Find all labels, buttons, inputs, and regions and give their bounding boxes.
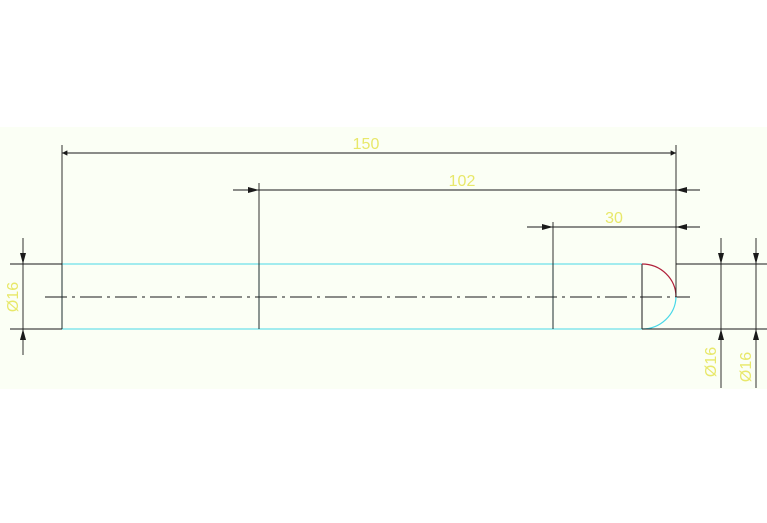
extension-lines bbox=[10, 145, 767, 330]
dimension-30: 30 bbox=[527, 210, 700, 230]
dim-right-dia-1-arrow-bottom bbox=[718, 329, 724, 340]
dim-right-dia-1-label: Ø16 bbox=[703, 347, 720, 377]
end-arc-bottom bbox=[641, 296, 677, 330]
dim-right-dia-1-arrow-top bbox=[718, 253, 724, 264]
dim-30-arrow-left bbox=[542, 224, 553, 230]
drawing-area-band bbox=[0, 127, 767, 389]
end-arc-top bbox=[641, 263, 677, 298]
dimension-150: 150 bbox=[62, 136, 676, 156]
dim-30-arrow-right bbox=[676, 224, 687, 230]
dim-150-label: 150 bbox=[353, 136, 380, 153]
dim-right-dia-2-label: Ø16 bbox=[738, 352, 755, 382]
dim-right-dia-2-arrow-top bbox=[753, 253, 759, 264]
dim-102-arrow-right bbox=[676, 187, 687, 193]
dim-left-dia-arrow-bottom bbox=[20, 329, 26, 340]
dim-right-dia-2-arrow-bottom bbox=[753, 329, 759, 340]
dimension-102: 102 bbox=[233, 173, 700, 193]
dim-102-label: 102 bbox=[449, 173, 476, 190]
dimension-right-diameter-1: Ø16 bbox=[703, 238, 724, 388]
dim-102-arrow-left bbox=[248, 187, 259, 193]
dimension-right-diameter-2: Ø16 bbox=[738, 238, 759, 388]
dim-left-dia-label: Ø16 bbox=[5, 282, 22, 312]
dimension-left-diameter: Ø16 bbox=[5, 238, 26, 355]
dim-30-label: 30 bbox=[605, 210, 623, 227]
dim-left-dia-arrow-top bbox=[20, 253, 26, 264]
